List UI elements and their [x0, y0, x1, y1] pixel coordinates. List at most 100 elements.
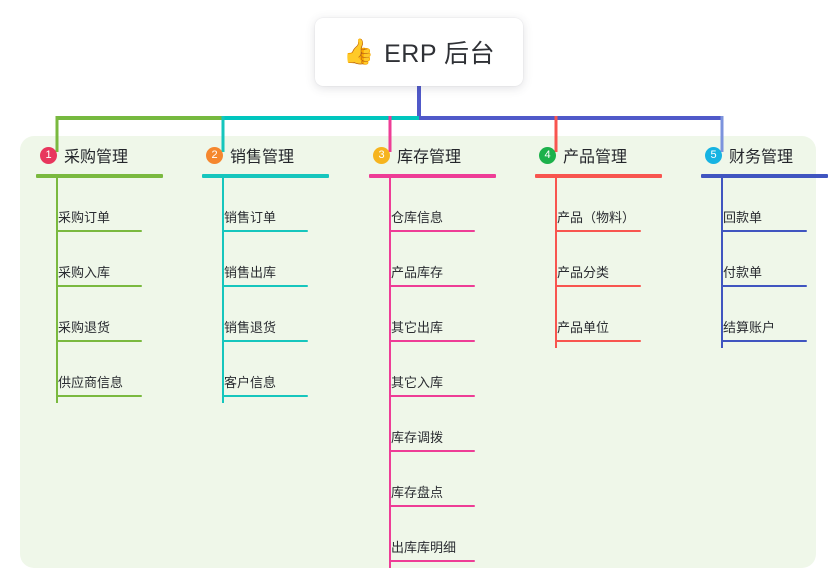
branch-number-badge: 3: [373, 146, 390, 164]
branch-item[interactable]: 出库库明细: [355, 512, 520, 567]
branch-item-rule: [222, 230, 308, 232]
branch-title: 库存管理: [397, 149, 462, 166]
branch-item-label: 销售退货: [224, 320, 277, 335]
branch-title: 产品管理: [563, 149, 628, 166]
branch-item-list: 产品（物料） 产品分类产品单位: [521, 174, 686, 347]
branch-item[interactable]: 付款单: [687, 237, 839, 292]
branch-title: 销售管理: [230, 149, 295, 166]
branch-header[interactable]: 4 产品管理: [521, 136, 686, 174]
branch-item-label: 产品（物料）: [557, 210, 636, 225]
branch-number-badge: 1: [40, 146, 57, 164]
branch-item-label: 产品库存: [391, 265, 444, 280]
branch-item[interactable]: 销售订单: [188, 182, 353, 237]
branch-spine: [555, 178, 557, 348]
branch-item-label: 付款单: [723, 265, 763, 280]
branch-column: 1 采购管理采购订单采购入库采购退货供应商信息: [22, 136, 187, 403]
branch-item-rule: [555, 285, 641, 287]
branch-item-rule: [222, 285, 308, 287]
branch-item[interactable]: 结算账户: [687, 292, 839, 347]
branch-item-rule: [389, 285, 475, 287]
branch-item[interactable]: 销售退货: [188, 292, 353, 347]
branch-item-rule: [56, 230, 142, 232]
branch-header[interactable]: 5 财务管理: [687, 136, 839, 174]
branch-item-label: 采购入库: [58, 265, 111, 280]
branch-item-rule: [56, 285, 142, 287]
branch-item-label: 库存调拨: [391, 430, 444, 445]
branch-title: 财务管理: [729, 149, 794, 166]
branch-header-rule: [202, 174, 329, 178]
branch-header-rule: [369, 174, 496, 178]
branch-item[interactable]: 产品单位: [521, 292, 686, 347]
branch-item-rule: [389, 230, 475, 232]
branch-item-rule: [721, 340, 807, 342]
branch-number-badge: 4: [539, 146, 556, 164]
branch-item[interactable]: 采购订单: [22, 182, 187, 237]
branch-item[interactable]: 采购入库: [22, 237, 187, 292]
root-title: ERP 后台: [384, 40, 496, 68]
branch-number-badge: 2: [206, 146, 223, 164]
branch-item-rule: [555, 340, 641, 342]
branch-item[interactable]: 仓库信息: [355, 182, 520, 237]
branch-item-label: 采购退货: [58, 320, 111, 335]
branch-spine: [721, 178, 723, 348]
branch-item-rule: [389, 505, 475, 507]
branch-item[interactable]: 销售出库: [188, 237, 353, 292]
branch-item[interactable]: 库存盘点: [355, 457, 520, 512]
branch-header-rule: [535, 174, 662, 178]
branch-item-label: 产品单位: [557, 320, 610, 335]
branch-item-label: 供应商信息: [58, 375, 124, 390]
branch-item[interactable]: 回款单: [687, 182, 839, 237]
branch-item[interactable]: 采购退货: [22, 292, 187, 347]
branch-columns: 1 采购管理采购订单采购入库采购退货供应商信息 2 销售管理销售订单销售出库销售退货客…: [0, 136, 839, 588]
root-node[interactable]: 👍 ERP 后台: [315, 18, 523, 86]
branch-spine: [389, 178, 391, 568]
branch-item-rule: [222, 395, 308, 397]
branch-item-label: 采购订单: [58, 210, 111, 225]
branch-item[interactable]: 产品分类: [521, 237, 686, 292]
branch-header-rule: [701, 174, 828, 178]
branch-item[interactable]: 产品（物料）: [521, 182, 686, 237]
branch-header[interactable]: 2 销售管理: [188, 136, 353, 174]
branch-item-rule: [56, 340, 142, 342]
branch-item-label: 客户信息: [224, 375, 277, 390]
branch-column: 2 销售管理销售订单销售出库销售退货客户信息: [188, 136, 353, 403]
branch-item-rule: [222, 340, 308, 342]
branch-item[interactable]: 客户信息: [188, 347, 353, 402]
branch-number-badge: 5: [705, 146, 722, 164]
branch-item-rule: [389, 395, 475, 397]
branch-header[interactable]: 1 采购管理: [22, 136, 187, 174]
branch-item[interactable]: 产品库存: [355, 237, 520, 292]
branch-item-rule: [721, 230, 807, 232]
branch-item-label: 其它出库: [391, 320, 444, 335]
thumbs-up-icon: 👍: [342, 37, 375, 66]
branch-item-rule: [389, 560, 475, 562]
branch-item-label: 出库库明细: [391, 540, 457, 555]
content-panel: [20, 136, 816, 568]
branch-item-label: 销售出库: [224, 265, 277, 280]
branch-item-label: 销售订单: [224, 210, 277, 225]
branch-item-rule: [555, 230, 641, 232]
branch-spine: [222, 178, 224, 403]
branch-item-label: 结算账户: [723, 320, 776, 335]
branch-column: 5 财务管理回款单付款单结算账户: [687, 136, 839, 348]
branch-item[interactable]: 其它出库: [355, 292, 520, 347]
branch-item-label: 库存盘点: [391, 485, 444, 500]
branch-item[interactable]: 库存调拨: [355, 402, 520, 457]
branch-spine: [56, 178, 58, 403]
branch-header[interactable]: 3 库存管理: [355, 136, 520, 174]
branch-item-rule: [389, 450, 475, 452]
branch-column: 4 产品管理产品（物料） 产品分类产品单位: [521, 136, 686, 348]
branch-item-rule: [721, 285, 807, 287]
branch-item-list: 销售订单销售出库销售退货客户信息: [188, 174, 353, 402]
branch-item-rule: [389, 340, 475, 342]
branch-item-rule: [56, 395, 142, 397]
branch-item-label: 产品分类: [557, 265, 610, 280]
branch-item-label: 仓库信息: [391, 210, 444, 225]
branch-item[interactable]: 其它入库: [355, 347, 520, 402]
branch-item[interactable]: 供应商信息: [22, 347, 187, 402]
branch-title: 采购管理: [64, 149, 129, 166]
branch-item-list: 仓库信息产品库存其它出库其它入库库存调拨库存盘点出库库明细: [355, 174, 520, 567]
branch-item-label: 其它入库: [391, 375, 444, 390]
branch-item-list: 采购订单采购入库采购退货供应商信息: [22, 174, 187, 402]
